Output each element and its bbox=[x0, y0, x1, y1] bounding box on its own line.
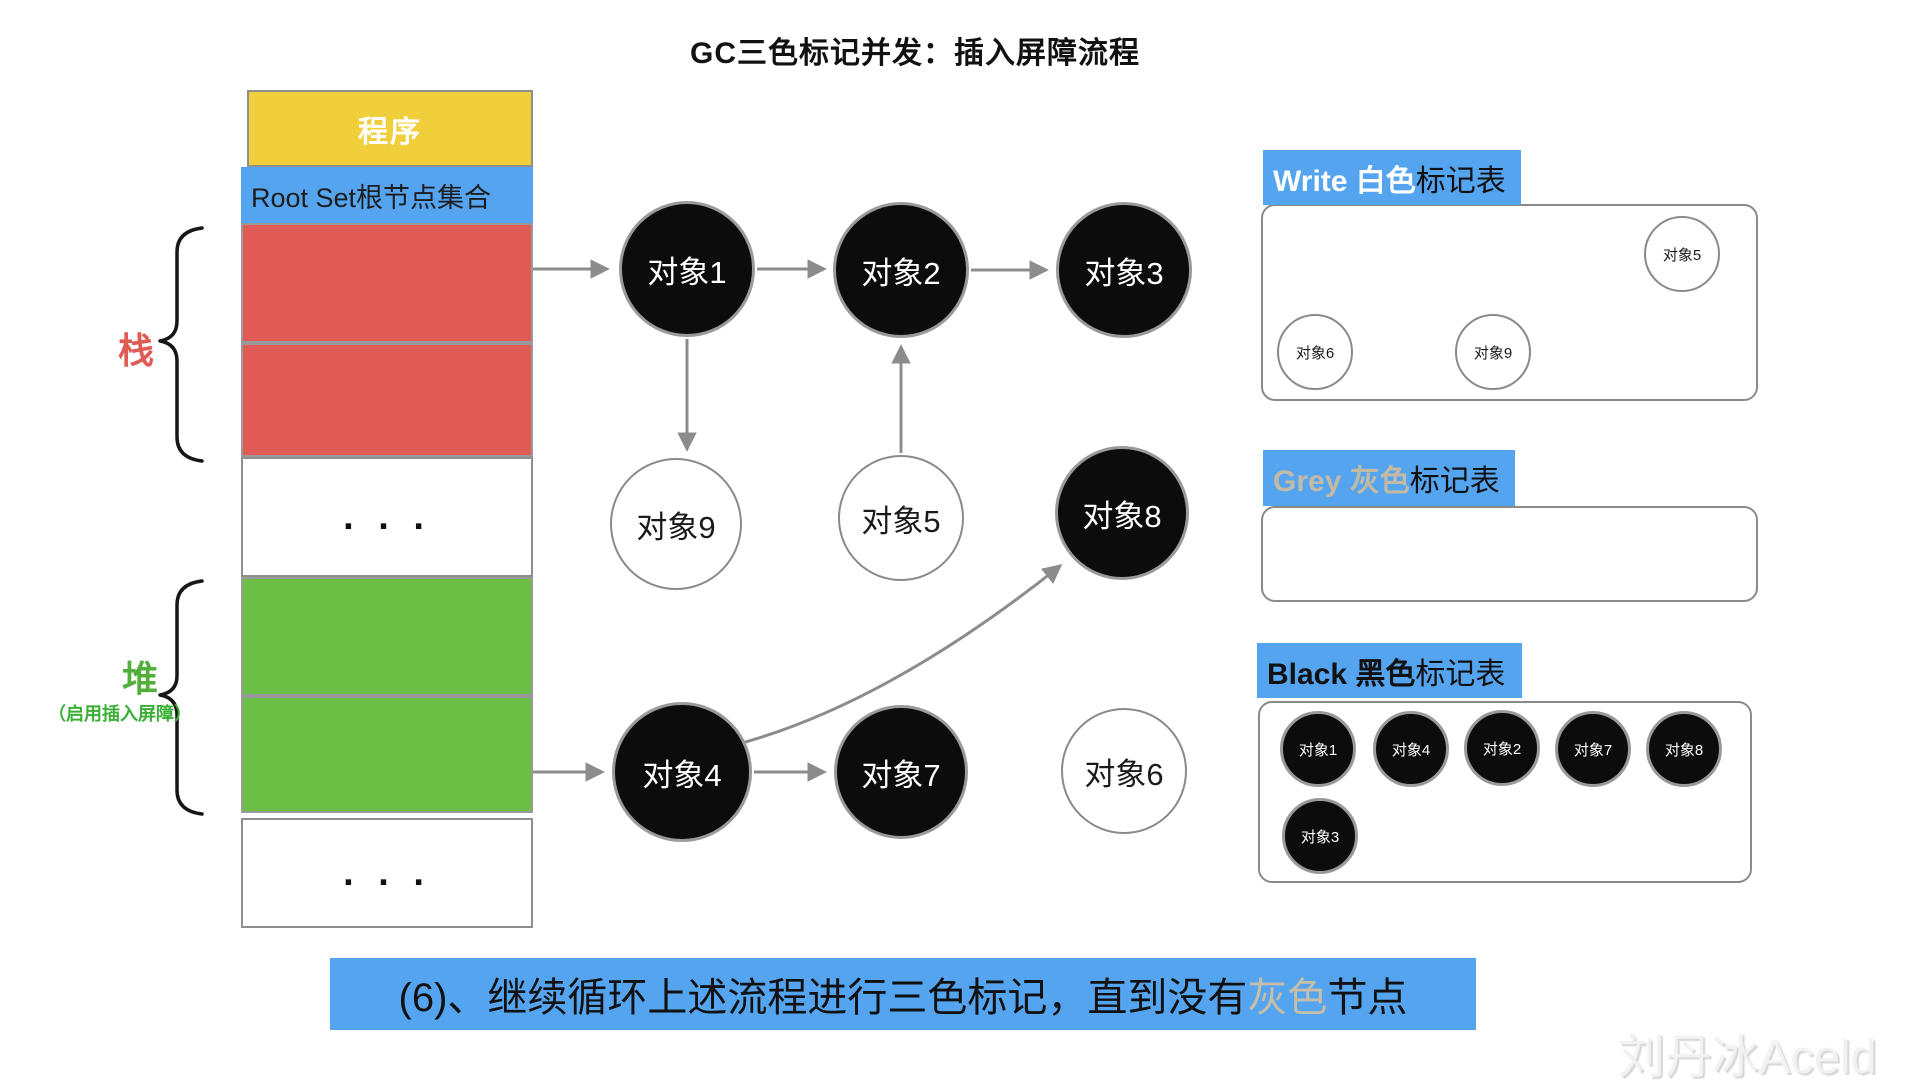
memory-block-green bbox=[241, 696, 533, 813]
banner-text: (6)、继续循环上述流程进行三色标记，直到没有 bbox=[398, 976, 1248, 1020]
black-table-node: 对象7 bbox=[1555, 711, 1631, 787]
grey-table-header: Grey 灰色标记表 bbox=[1263, 450, 1515, 506]
black-table-node: 对象2 bbox=[1464, 710, 1540, 786]
black-table-node: 对象4 bbox=[1373, 711, 1449, 787]
arrow-obj4-to-obj8 bbox=[726, 564, 1063, 749]
stack-label: 栈 bbox=[118, 330, 155, 371]
black-table-header: Black 黑色标记表 bbox=[1257, 643, 1522, 698]
memory-block-red bbox=[241, 343, 533, 457]
memory-block-dots: . . . bbox=[241, 457, 533, 577]
page-title: GC三色标记并发：插入屏障流程 bbox=[690, 37, 1140, 70]
heap-brace bbox=[158, 579, 204, 816]
black-table-node: 对象3 bbox=[1282, 798, 1358, 874]
graph-node: 对象4 bbox=[612, 702, 752, 842]
black-table-header-colorword: Black 黑色 bbox=[1267, 657, 1416, 691]
white-table-header-suffix: 标记表 bbox=[1415, 164, 1506, 198]
grey-table-box bbox=[1261, 506, 1758, 602]
watermark: 刘丹冰Aceld bbox=[1618, 1030, 1877, 1080]
memory-block-green bbox=[241, 577, 533, 696]
memory-block-red bbox=[241, 223, 533, 343]
black-table-header-suffix: 标记表 bbox=[1415, 657, 1506, 691]
graph-node: 对象2 bbox=[833, 202, 969, 338]
banner-highlight: 灰色 bbox=[1247, 976, 1328, 1020]
heap-note: （启用插入屏障） bbox=[48, 704, 192, 724]
grey-table-header-colorword: Grey 灰色 bbox=[1273, 465, 1410, 498]
white-table-header: Write 白色标记表 bbox=[1263, 150, 1521, 205]
graph-node: 对象7 bbox=[834, 705, 968, 839]
graph-node: 对象9 bbox=[610, 458, 742, 590]
heap-label: 堆 bbox=[122, 658, 159, 699]
stack-brace bbox=[158, 226, 204, 463]
graph-node: 对象3 bbox=[1056, 202, 1192, 338]
memory-block-dots: . . . bbox=[241, 818, 533, 928]
black-table-node: 对象1 bbox=[1280, 711, 1356, 787]
banner-suffix: 节点 bbox=[1327, 976, 1408, 1020]
white-table-node: 对象6 bbox=[1277, 314, 1353, 390]
memory-block-program: 程序 bbox=[247, 90, 533, 167]
white-table-node: 对象5 bbox=[1644, 216, 1720, 292]
graph-node: 对象5 bbox=[838, 455, 964, 581]
memory-block-rootset: Root Set根节点集合 bbox=[241, 167, 533, 223]
white-table-header-colorword: Write 白色 bbox=[1273, 164, 1416, 198]
graph-node: 对象1 bbox=[619, 201, 755, 337]
graph-node: 对象6 bbox=[1061, 708, 1187, 834]
white-table-node: 对象9 bbox=[1455, 314, 1531, 390]
conclusion-banner: (6)、继续循环上述流程进行三色标记，直到没有灰色节点 bbox=[330, 958, 1476, 1030]
graph-node: 对象8 bbox=[1055, 446, 1189, 580]
black-table-node: 对象8 bbox=[1646, 711, 1722, 787]
grey-table-header-suffix: 标记表 bbox=[1409, 465, 1500, 498]
